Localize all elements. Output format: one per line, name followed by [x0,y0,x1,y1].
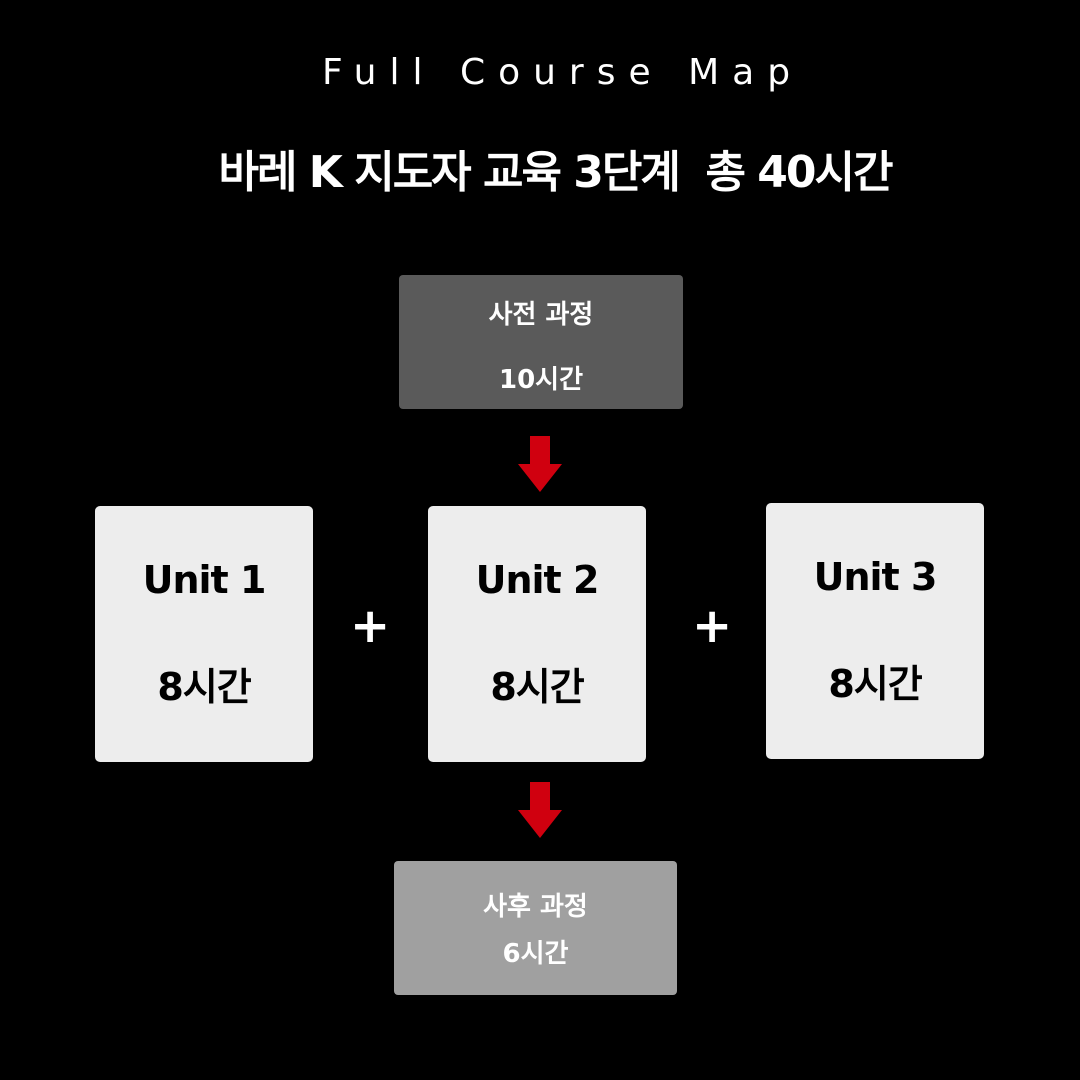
unit-2-box: Unit 2 8시간 [428,506,646,762]
down-arrow-icon [518,782,562,838]
post-course-label: 사후 과정 [483,892,588,922]
unit-2-hours: 8시간 [490,664,584,709]
page-title: 바레 K 지도자 교육 3단계 총 40시간 [218,147,894,198]
plus-sign: + [350,598,391,654]
unit-2-name: Unit 2 [475,557,600,602]
pre-course-label: 사전 과정 [488,300,594,330]
post-course-hours: 6시간 [502,939,569,969]
unit-1-hours: 8시간 [157,664,251,709]
unit-3-box: Unit 3 8시간 [766,503,984,759]
post-course-box: 사후 과정 6시간 [394,861,677,995]
pre-course-hours: 10시간 [498,365,584,395]
down-arrow-icon [518,436,562,492]
course-map-subtitle: Full Course Map [321,52,804,93]
pre-course-box: 사전 과정 10시간 [399,275,683,409]
unit-1-name: Unit 1 [142,557,267,602]
unit-1-box: Unit 1 8시간 [95,506,313,762]
unit-3-hours: 8시간 [828,661,922,706]
unit-3-name: Unit 3 [813,554,938,599]
plus-sign: + [692,598,733,654]
